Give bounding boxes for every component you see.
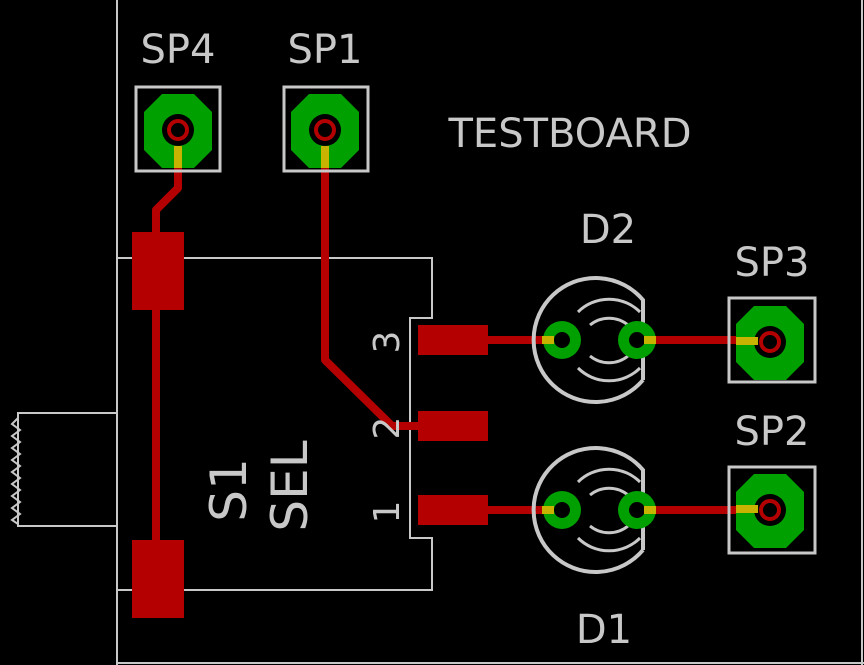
- switch-pads: [132, 232, 488, 618]
- test-point-sp2[interactable]: [727, 465, 817, 555]
- label-sp3: SP3: [735, 240, 810, 286]
- board-title: TESTBOARD: [447, 111, 691, 157]
- label-sp4: SP4: [141, 27, 216, 73]
- switch-pad-bottom: [132, 540, 184, 618]
- switch-pad-3: [418, 325, 488, 355]
- diode-d1[interactable]: [531, 446, 656, 574]
- pin-label-3: 3: [367, 331, 408, 354]
- test-point-sp4[interactable]: [134, 85, 222, 173]
- trace-sp1: [321, 126, 424, 430]
- diode-d2[interactable]: [531, 276, 656, 404]
- test-point-sp1[interactable]: [282, 85, 370, 173]
- pin-label-1: 1: [367, 501, 408, 524]
- switch-pad-2: [418, 411, 488, 441]
- label-sp2: SP2: [735, 409, 810, 455]
- label-sel: SEL: [261, 440, 319, 531]
- test-point-sp3[interactable]: [727, 296, 817, 384]
- label-s1: S1: [200, 458, 258, 522]
- label-sp1: SP1: [288, 27, 363, 73]
- label-d1: D1: [576, 607, 632, 653]
- label-d2: D2: [580, 207, 636, 253]
- pin-label-2: 2: [367, 417, 408, 440]
- switch-pad-1: [418, 495, 488, 525]
- switch-pad-top: [132, 232, 184, 310]
